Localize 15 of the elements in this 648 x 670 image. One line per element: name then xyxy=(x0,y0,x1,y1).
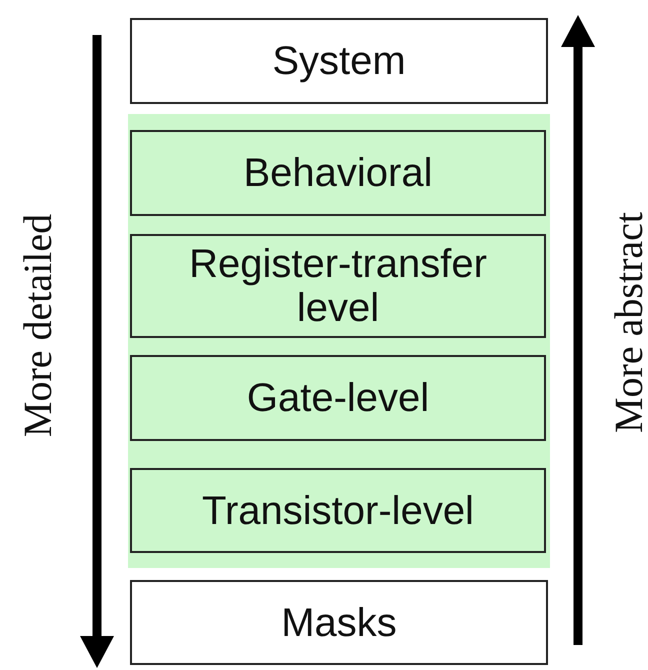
level-box xyxy=(130,355,546,441)
axis-direction-label: More abstract xyxy=(604,212,648,432)
level-box xyxy=(130,468,546,553)
level-box xyxy=(130,18,548,104)
level-label: Masks xyxy=(281,600,397,644)
level-label: Gate-level xyxy=(246,376,430,420)
level-box xyxy=(130,130,546,216)
level-label: System xyxy=(272,39,406,83)
axis-direction-label: More detailed xyxy=(14,213,61,437)
level-label: Behavioral xyxy=(243,151,432,195)
level-box xyxy=(130,580,548,665)
band-background xyxy=(128,114,550,568)
level-box xyxy=(130,234,546,338)
level-label: Transistor-level xyxy=(202,488,474,532)
level-label: Register-transfer level xyxy=(188,242,488,330)
